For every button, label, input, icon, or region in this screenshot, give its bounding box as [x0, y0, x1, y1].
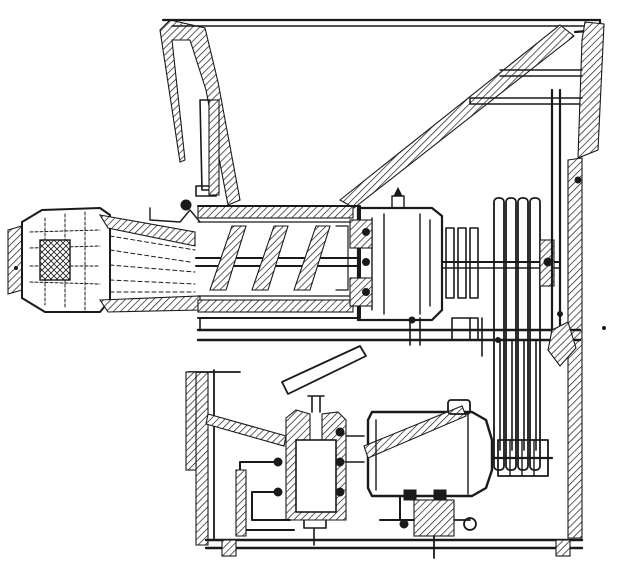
frame-left-post [195, 371, 209, 546]
frame-diagonal-strut [281, 345, 367, 395]
motor-band [363, 405, 467, 459]
main-pulley [493, 197, 555, 471]
gearbox-drain [303, 519, 327, 546]
frame-base [204, 538, 584, 550]
small-fasteners [14, 176, 606, 343]
valve-handwheel [463, 517, 477, 531]
die-nozzle [39, 239, 71, 281]
housing-flange-bottom [349, 277, 373, 307]
gearbox-bolt-5 [335, 487, 345, 497]
housing-bolt-2 [362, 258, 370, 266]
gearbox [205, 395, 365, 546]
motor-pulley [497, 439, 549, 477]
motor-body [366, 410, 494, 498]
frame-foot-left [221, 539, 237, 557]
hopper-chute [339, 24, 575, 209]
hopper [159, 18, 605, 209]
valve-assembly [399, 499, 477, 559]
gearbox-bolt-4 [335, 457, 345, 467]
screw-flight-3 [293, 225, 331, 291]
housing-body [356, 206, 444, 322]
housing-flange-top [349, 219, 373, 249]
frame-bearing-bracket [547, 321, 577, 367]
feeder-flap [208, 99, 220, 196]
frame-foot-right [555, 539, 571, 557]
hopper-frame [469, 69, 583, 105]
die-flange [7, 225, 23, 295]
barrel-bottom-wall [197, 299, 354, 313]
pulley-groove-4 [529, 197, 541, 471]
head-cone [98, 214, 196, 247]
hopper-right-wall [577, 21, 605, 159]
screw [195, 225, 361, 291]
v-belt [499, 339, 537, 451]
barrel-top-wall [197, 205, 354, 219]
belt-drive [499, 339, 537, 451]
frame-cross-beam [196, 328, 582, 342]
pulley-groove-3 [517, 197, 529, 471]
head-bolt [180, 199, 192, 211]
extruder-head [7, 199, 201, 313]
pipe-loop-inner [251, 491, 291, 521]
motor-terminal-box [447, 399, 471, 415]
pulley-groove-1 [493, 197, 505, 471]
screw-flight-2 [251, 225, 289, 291]
frame-right-post [550, 88, 562, 342]
bearing-housing [349, 186, 561, 322]
housing-bolt-3 [362, 288, 370, 296]
valve-body [413, 499, 455, 537]
screw-flight-1 [209, 225, 247, 291]
frame-left-foot [185, 371, 197, 471]
machine-frame [185, 88, 584, 557]
housing-bolt-1 [362, 228, 370, 236]
gearbox-bolt-3 [335, 427, 345, 437]
breather-cap [393, 186, 403, 197]
pulley-groove-2 [505, 197, 517, 471]
gearbox-link-arm [205, 413, 287, 447]
